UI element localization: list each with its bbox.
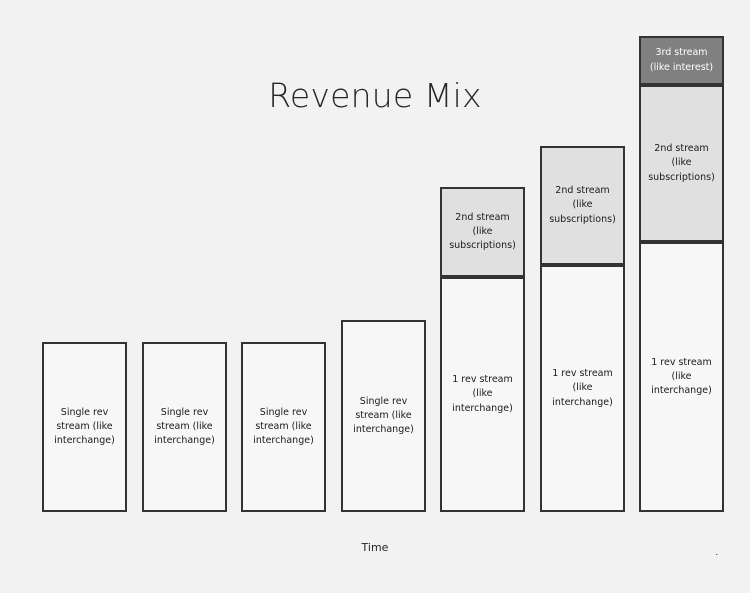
bar-segment-third[interactable]: 3rd stream (like interest) [639, 36, 724, 85]
bar-column[interactable]: Single rev stream (like interchange) [42, 0, 127, 593]
bar-segment-base[interactable]: Single rev stream (like interchange) [341, 320, 426, 512]
time-axis-arrow [42, 541, 730, 555]
bar-segment-base[interactable]: Single rev stream (like interchange) [142, 342, 227, 512]
bar-column[interactable]: 2nd stream (like subscriptions) 1 rev str… [440, 0, 525, 593]
bar-segment-label: Single rev stream (like interchange) [54, 406, 115, 447]
bar-column[interactable]: Single rev stream (like interchange) [142, 0, 227, 593]
bar-segment-base[interactable]: 1 rev stream (like interchange) [639, 242, 724, 512]
bar-segment-label: 3rd stream (like interest) [649, 47, 714, 73]
bar-segment-label: 2nd stream (like subscriptions) [648, 143, 715, 183]
bar-segment-second[interactable]: 2nd stream (like subscriptions) [440, 187, 525, 277]
bar-segment-label: Single rev stream (like interchange) [253, 406, 314, 447]
bar-segment-label: 2nd stream (like subscriptions) [449, 211, 516, 252]
page-title: Revenue Mix [268, 76, 482, 115]
bar-segment-label: Single rev stream (like interchange) [353, 395, 414, 436]
bar-column[interactable]: 3rd stream (like interest) 2nd stream (li… [639, 0, 724, 593]
bar-column[interactable]: Single rev stream (like interchange) [341, 0, 426, 593]
bar-segment-base[interactable]: 1 rev stream (like interchange) [540, 265, 625, 512]
bar-segment-label: 1 rev stream (like interchange) [552, 368, 613, 408]
bar-segment-label: 1 rev stream (like interchange) [651, 356, 712, 397]
bar-segment-base[interactable]: 1 rev stream (like interchange) [440, 277, 525, 512]
bar-segment-label: 2nd stream (like subscriptions) [549, 185, 616, 225]
bar-column[interactable]: 2nd stream (like subscriptions) 1 rev str… [540, 0, 625, 593]
bar-segment-label: 1 rev stream (like interchange) [452, 374, 513, 414]
bar-segment-second[interactable]: 2nd stream (like subscriptions) [540, 146, 625, 265]
bar-segment-base[interactable]: Single rev stream (like interchange) [241, 342, 326, 512]
bar-segment-base[interactable]: Single rev stream (like interchange) [42, 342, 127, 512]
bar-segment-second[interactable]: 2nd stream (like subscriptions) [639, 85, 724, 242]
bar-column[interactable]: Single rev stream (like interchange) [241, 0, 326, 593]
bar-segment-label: Single rev stream (like interchange) [154, 406, 215, 447]
